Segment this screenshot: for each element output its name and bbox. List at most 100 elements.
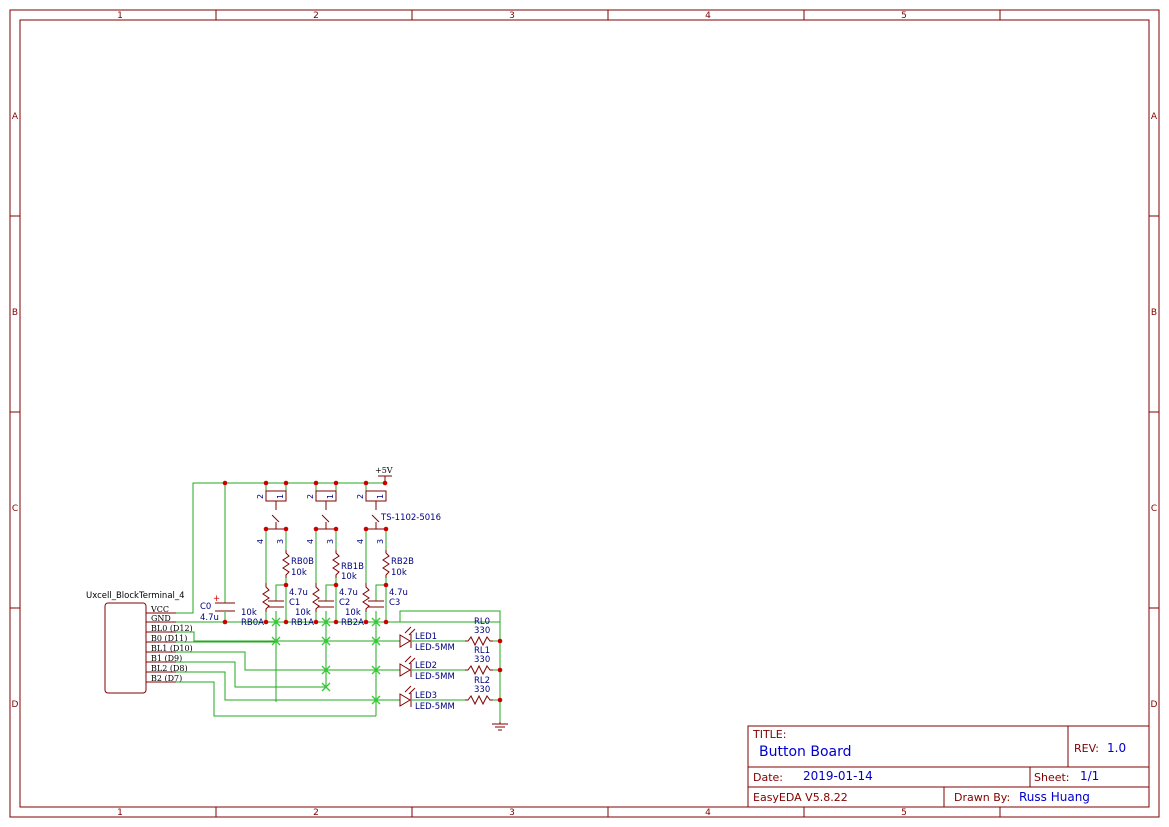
net-crossing-markers xyxy=(271,617,381,705)
col-label-bottom: 1 xyxy=(117,808,123,818)
rl1-name: RL1 xyxy=(474,646,490,656)
c1-value: 4.7u xyxy=(289,588,308,598)
sheet-label: Sheet: xyxy=(1034,771,1070,784)
capacitor-c0: + C0 4.7u xyxy=(200,594,235,623)
connector-pin-label: BL0 (D12) xyxy=(151,624,193,633)
rb2b-name: RB2B xyxy=(391,557,414,567)
col-label-top: 4 xyxy=(705,11,711,21)
rb0b-name: RB0B xyxy=(291,557,314,567)
led2-name: LED2 xyxy=(415,661,437,671)
rb1a-name: RB1A xyxy=(291,618,314,628)
sw-pin-1: 1 xyxy=(326,494,335,499)
rb0a-value: 10k xyxy=(241,608,257,618)
sw-pin-2: 2 xyxy=(306,494,315,499)
connector-pin-label: VCC xyxy=(150,605,169,614)
connector-pin-label: B0 (D11) xyxy=(151,634,187,643)
col-label-bottom: 4 xyxy=(705,808,711,818)
capacitor-c2: 4.7u C2 xyxy=(318,588,358,608)
rb0a-name: RB0A xyxy=(241,618,264,628)
col-label-top: 3 xyxy=(509,11,515,21)
connector-pin-label: BL1 (D10) xyxy=(151,644,193,653)
resistor-rb0a: 10k RB0A xyxy=(241,583,270,628)
led3-name: LED3 xyxy=(415,691,437,701)
col-label-bottom: 2 xyxy=(313,808,319,818)
capacitor-c3: 4.7u C3 xyxy=(368,588,408,608)
row-label-left: B xyxy=(12,308,18,318)
resistor-rl2: RL2 330 xyxy=(465,676,493,706)
led2-part: LED-5MM xyxy=(415,672,455,682)
terminal-block-connector: Uxcell_BlockTerminal_4 VCC GND BL0 (D12)… xyxy=(86,591,193,694)
connector-pin-label: B2 (D7) xyxy=(151,674,182,683)
outer-frame xyxy=(9,9,1160,818)
sw-pin-3: 3 xyxy=(326,539,335,544)
frame-column-dividers xyxy=(215,10,1001,817)
date-value: 2019-01-14 xyxy=(803,769,873,783)
sw-pin-3: 3 xyxy=(276,539,285,544)
led-led1: LED1 LED-5MM xyxy=(399,626,455,653)
col-label-top: 2 xyxy=(313,11,319,21)
title-label: TITLE: xyxy=(752,728,786,741)
rb1b-name: RB1B xyxy=(341,562,364,572)
rl2-name: RL2 xyxy=(474,676,490,686)
junction-dots xyxy=(222,480,503,703)
row-label-right: C xyxy=(1151,504,1157,514)
row-label-left: C xyxy=(12,504,18,514)
wires xyxy=(176,482,501,722)
rb1b-value: 10k xyxy=(341,572,357,582)
sheet-value: 1/1 xyxy=(1080,769,1099,783)
switch-sw1: 2 1 4 3 xyxy=(306,490,337,544)
frame-row-labels: A B C D A B C D xyxy=(12,112,1158,710)
row-label-left: A xyxy=(12,112,19,122)
row-label-right: D xyxy=(1151,700,1158,710)
connector-pin-label: B1 (D9) xyxy=(151,654,182,663)
rb1a-value: 10k xyxy=(295,608,311,618)
frame-row-dividers xyxy=(10,215,1159,609)
sw-pin-4: 4 xyxy=(356,539,365,544)
c1-name: C1 xyxy=(289,598,300,608)
led-led3: LED3 LED-5MM xyxy=(399,685,455,712)
resistor-rb0b: RB0B 10k xyxy=(282,550,314,578)
drawn-by-label: Drawn By: xyxy=(954,791,1010,804)
c3-name: C3 xyxy=(389,598,400,608)
connector-name: Uxcell_BlockTerminal_4 xyxy=(86,591,185,601)
c3-value: 4.7u xyxy=(389,588,408,598)
rl2-value: 330 xyxy=(474,685,490,695)
connector-pin-label: GND xyxy=(151,614,171,623)
resistor-rb2a: 10k RB2A xyxy=(341,583,370,628)
sw-pin-1: 1 xyxy=(276,494,285,499)
ground-symbol xyxy=(492,722,508,731)
rb0b-value: 10k xyxy=(291,568,307,578)
power-label: +5V xyxy=(375,466,393,475)
tool-version: EasyEDA V5.8.22 xyxy=(753,791,848,804)
resistor-rb2b: RB2B 10k xyxy=(382,550,414,578)
c2-value: 4.7u xyxy=(339,588,358,598)
sw-pin-4: 4 xyxy=(306,539,315,544)
col-label-top: 1 xyxy=(117,11,123,21)
rev-label: REV: xyxy=(1074,742,1099,755)
connector-pin-label: BL2 (D8) xyxy=(151,664,188,673)
rl1-value: 330 xyxy=(474,655,490,665)
led1-name: LED1 xyxy=(415,632,437,642)
sw-pin-4: 4 xyxy=(256,539,265,544)
sw-pin-2: 2 xyxy=(356,494,365,499)
col-label-bottom: 5 xyxy=(901,808,907,818)
led-led2: LED2 LED-5MM xyxy=(399,655,455,682)
rb2a-value: 10k xyxy=(345,608,361,618)
led1-part: LED-5MM xyxy=(415,643,455,653)
sheet-title: Button Board xyxy=(759,744,852,760)
row-label-right: A xyxy=(1151,112,1158,122)
polarity-plus: + xyxy=(213,594,220,604)
c0-name: C0 xyxy=(200,602,211,612)
rl0-name: RL0 xyxy=(474,617,490,627)
rb2a-name: RB2A xyxy=(341,618,364,628)
row-label-right: B xyxy=(1151,308,1157,318)
resistor-rl1: RL1 330 xyxy=(465,646,493,676)
row-label-left: D xyxy=(12,700,19,710)
frame-column-labels: 1 2 3 4 5 1 2 3 4 5 xyxy=(117,11,907,818)
switch-part-label: TS-1102-5016 xyxy=(380,513,441,523)
led3-part: LED-5MM xyxy=(415,702,455,712)
resistor-rl0: RL0 330 xyxy=(465,617,493,647)
sw-pin-2: 2 xyxy=(256,494,265,499)
resistor-rb1b: RB1B 10k xyxy=(332,550,364,582)
